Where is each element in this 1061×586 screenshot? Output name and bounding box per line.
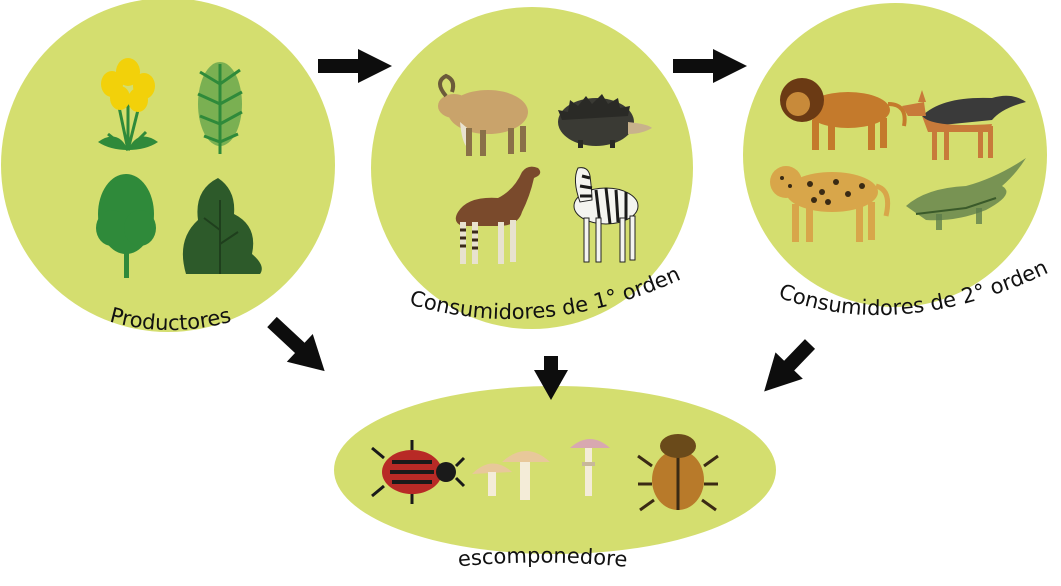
consumidores2-circle bbox=[743, 3, 1047, 307]
arrow-productores-to-descomponedores bbox=[259, 308, 338, 385]
productores-circle bbox=[1, 0, 335, 332]
arrow-consumidores1-to-consumidores2 bbox=[673, 49, 747, 83]
arrow-productores-to-consumidores1 bbox=[318, 49, 392, 83]
arrow-consumidores2-to-descomponedores bbox=[750, 331, 823, 405]
